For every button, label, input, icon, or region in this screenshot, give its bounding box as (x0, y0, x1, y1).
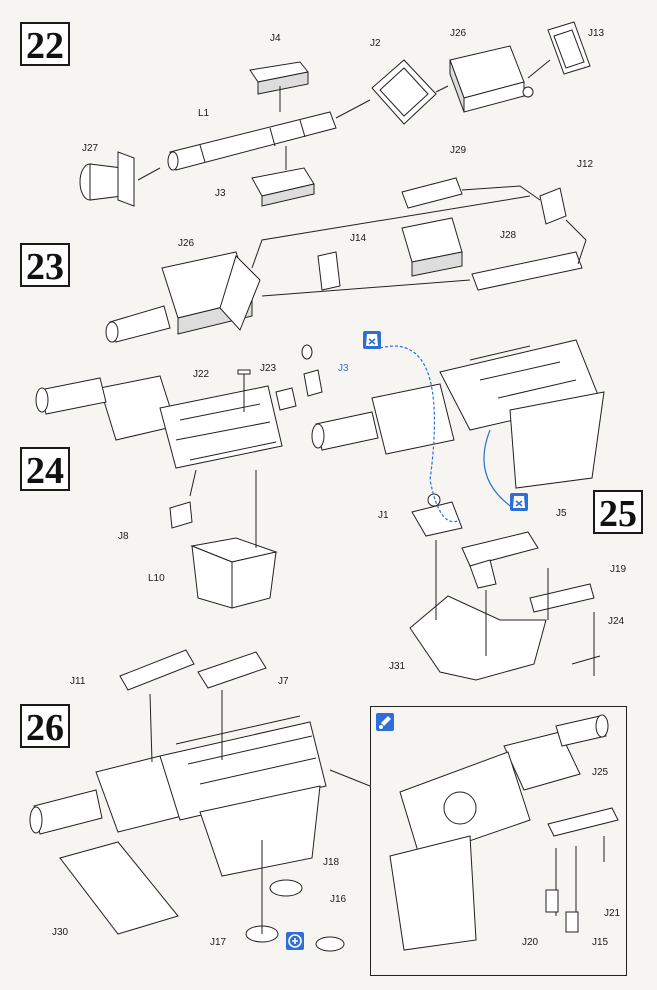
part-label-j5: J5 (556, 508, 567, 519)
detail-inset-box (370, 706, 627, 976)
part-label-j15: J15 (592, 937, 609, 948)
part-label-j3-a: J3 (215, 188, 226, 199)
part-label-j12: J12 (577, 159, 594, 170)
part-label-j28: J28 (500, 230, 517, 241)
part-label-j7: J7 (278, 676, 289, 687)
part-label-j16: J16 (330, 894, 347, 905)
part-label-j1: J1 (378, 510, 389, 521)
step-24-drawing (35, 344, 323, 609)
part-label-j24: J24 (608, 616, 625, 627)
part-label-j2: J2 (370, 38, 381, 49)
part-label-j27: J27 (82, 143, 99, 154)
part-label-j21: J21 (604, 908, 621, 919)
part-label-j23: J23 (260, 363, 277, 374)
part-label-j25: J25 (592, 767, 609, 778)
step-23-drawing (105, 177, 587, 343)
part-label-j17: J17 (210, 937, 227, 948)
part-label-j14: J14 (350, 233, 367, 244)
scissors-remove-icon (363, 331, 381, 349)
part-label-j19: J19 (610, 564, 627, 575)
choose-option-icon (286, 932, 304, 950)
part-label-j11: J11 (70, 676, 86, 687)
part-label-l10: L10 (148, 573, 165, 584)
step-22-drawing (79, 21, 591, 207)
step-26-drawing (29, 649, 371, 952)
part-label-j20: J20 (522, 937, 539, 948)
part-label-j26-a: J26 (450, 28, 467, 39)
step-number-22: 22 (20, 22, 70, 67)
step-25-drawing (311, 339, 605, 681)
part-label-j22: J22 (193, 369, 210, 380)
step-number-25: 25 (593, 490, 643, 535)
scissors-remove-icon (510, 493, 528, 511)
inset-drawing (389, 714, 619, 951)
paint-brush-icon (376, 713, 394, 731)
part-label-j13: J13 (588, 28, 605, 39)
step-number-26: 26 (20, 704, 70, 749)
part-label-j31: J31 (389, 661, 406, 672)
part-label-j30: J30 (52, 927, 69, 938)
step-number-24: 24 (20, 447, 70, 492)
part-label-j3-b: J3 (338, 363, 349, 374)
part-label-j18: J18 (323, 857, 340, 868)
part-label-j4: J4 (270, 33, 281, 44)
part-label-j26-b: J26 (178, 238, 195, 249)
part-label-j8: J8 (118, 531, 129, 542)
step-number-23: 23 (20, 243, 70, 288)
part-label-j29: J29 (450, 145, 467, 156)
part-label-l1: L1 (198, 108, 210, 119)
